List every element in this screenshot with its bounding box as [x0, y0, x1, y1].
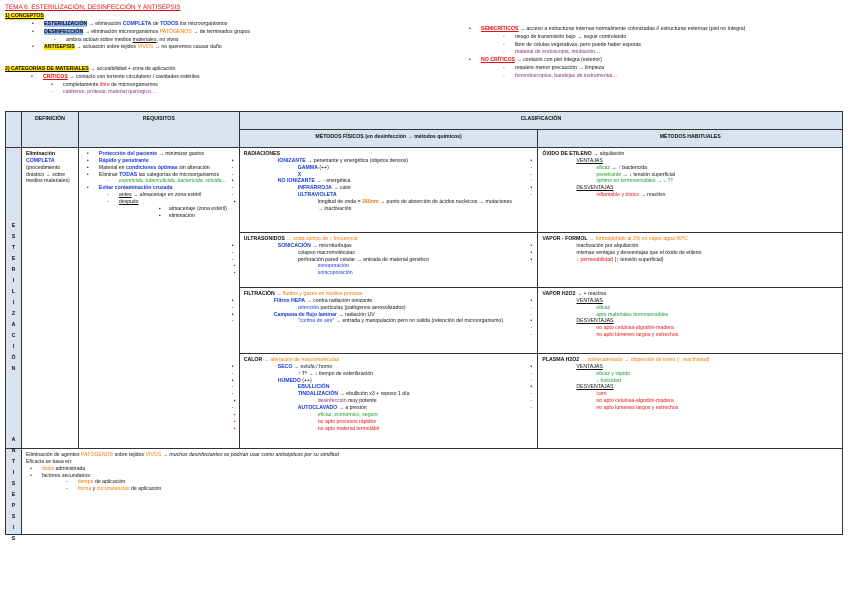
calor-cell: CALOR → alteración de macromoléculas SEC… [232, 353, 539, 449]
esterilizacion-letter: A [11, 322, 16, 328]
label-nocriticos: NO CRÍTICOS [481, 57, 516, 64]
esterilizacion-letter: E [11, 223, 16, 229]
antisepsis-letter: S [11, 514, 16, 520]
ultrasonidos-cell: ULTRASONIDOS → onda sónica de ↑ frecuenc… [232, 232, 539, 288]
header-clasificacion: CLASIFICACIÓN [238, 111, 844, 130]
antisepsis-letter: P [11, 503, 16, 509]
esterilizacion-letter: S [11, 234, 16, 240]
label-antisepsis: ANTISEPSIS [44, 44, 75, 51]
antisepsis-letter: S [11, 536, 16, 542]
antisepsis-cell: Eliminación de agentes PATÓGENOS sobre t… [20, 448, 844, 535]
label-desinfeccion: DESINFECCIÓN [44, 28, 84, 35]
esterilizacion-letter: Z [11, 311, 16, 317]
antisepsis-letter: E [11, 492, 16, 498]
oxido-cell: ÓXIDO DE ETILENO → alquilación VENTAJAS … [530, 147, 843, 233]
label-esterilizacion: ESTERILIZACIÓN [44, 21, 88, 27]
header-metodos-habituales: MÉTODOS HABITUALES [537, 129, 843, 148]
esterilizacion-letter: E [11, 256, 16, 262]
categorias-right: SEMICRÍTICOS → acceso a estructuras inte… [469, 26, 745, 81]
antisepsis-letter: I [12, 470, 15, 476]
esterilizacion-letter: N [11, 366, 16, 372]
label-criticos: CRÍTICOS [43, 73, 68, 80]
esterilizacion-letter: Ó [11, 355, 16, 361]
esterilizacion-letter: L [11, 289, 16, 295]
esterilizacion-letter: T [11, 245, 16, 251]
concepts-list: ESTERILIZACIÓN → eliminación COMPLETA de… [32, 21, 250, 52]
header-corner [5, 111, 22, 148]
esterilizacion-letter: I [12, 300, 15, 306]
header-requisitos: REQUISITOS [77, 111, 240, 148]
definicion-cell: Eliminación COMPLETA (procedimiento drás… [20, 147, 79, 449]
filtracion-cell: FILTRACIÓN → fluidos y gases en medios p… [232, 287, 539, 354]
label-semicriticos: SEMICRÍTICOS [481, 26, 519, 32]
section-conceptos: 1) CONCEPTOS [5, 13, 44, 20]
plasma-cell: PLASMA H2O2 → sobrecalentado → dispersió… [530, 353, 843, 449]
esterilizacion-letter: I [12, 344, 15, 350]
requisitos-cell: Protección del paciente → minimizar gast… [77, 147, 240, 449]
page-title: TEMA 6: ESTERILIZACIÓN, DESINFECCIÓN Y A… [5, 4, 181, 11]
section-categorias: 2) CATEGORÍAS DE MATERIALES [5, 66, 89, 72]
header-metodos-fisicos: MÉTODOS FÍSICOS (en desinfección → métod… [238, 129, 539, 148]
categorias-list: 2) CATEGORÍAS DE MATERIALES → accesibili… [5, 66, 200, 97]
h2o2-cell: VAPOR H2O2 → + reactiva VENTAJAS eficaz … [530, 287, 843, 354]
formol-cell: VAPOR - FORMOL → formaldehído al 2% en v… [530, 232, 843, 288]
radiaciones-cell: RADIACIONES IONIZANTE → penetrante y ene… [232, 147, 539, 233]
antisepsis-letter: T [11, 459, 16, 465]
antisepsis-letter: S [11, 481, 16, 487]
antisepsis-letter: A [11, 437, 16, 443]
esterilizacion-letter: R [11, 267, 16, 273]
antisepsis-letter: N [11, 448, 16, 454]
antisepsis-letter: I [12, 525, 15, 531]
esterilizacion-letter: I [12, 278, 15, 284]
header-definicion: DEFINICIÓN [20, 111, 79, 148]
esterilizacion-letter: C [11, 333, 16, 339]
summary-table: DEFINICIÓN REQUISITOS CLASIFICACIÓN MÉTO… [5, 111, 844, 542]
